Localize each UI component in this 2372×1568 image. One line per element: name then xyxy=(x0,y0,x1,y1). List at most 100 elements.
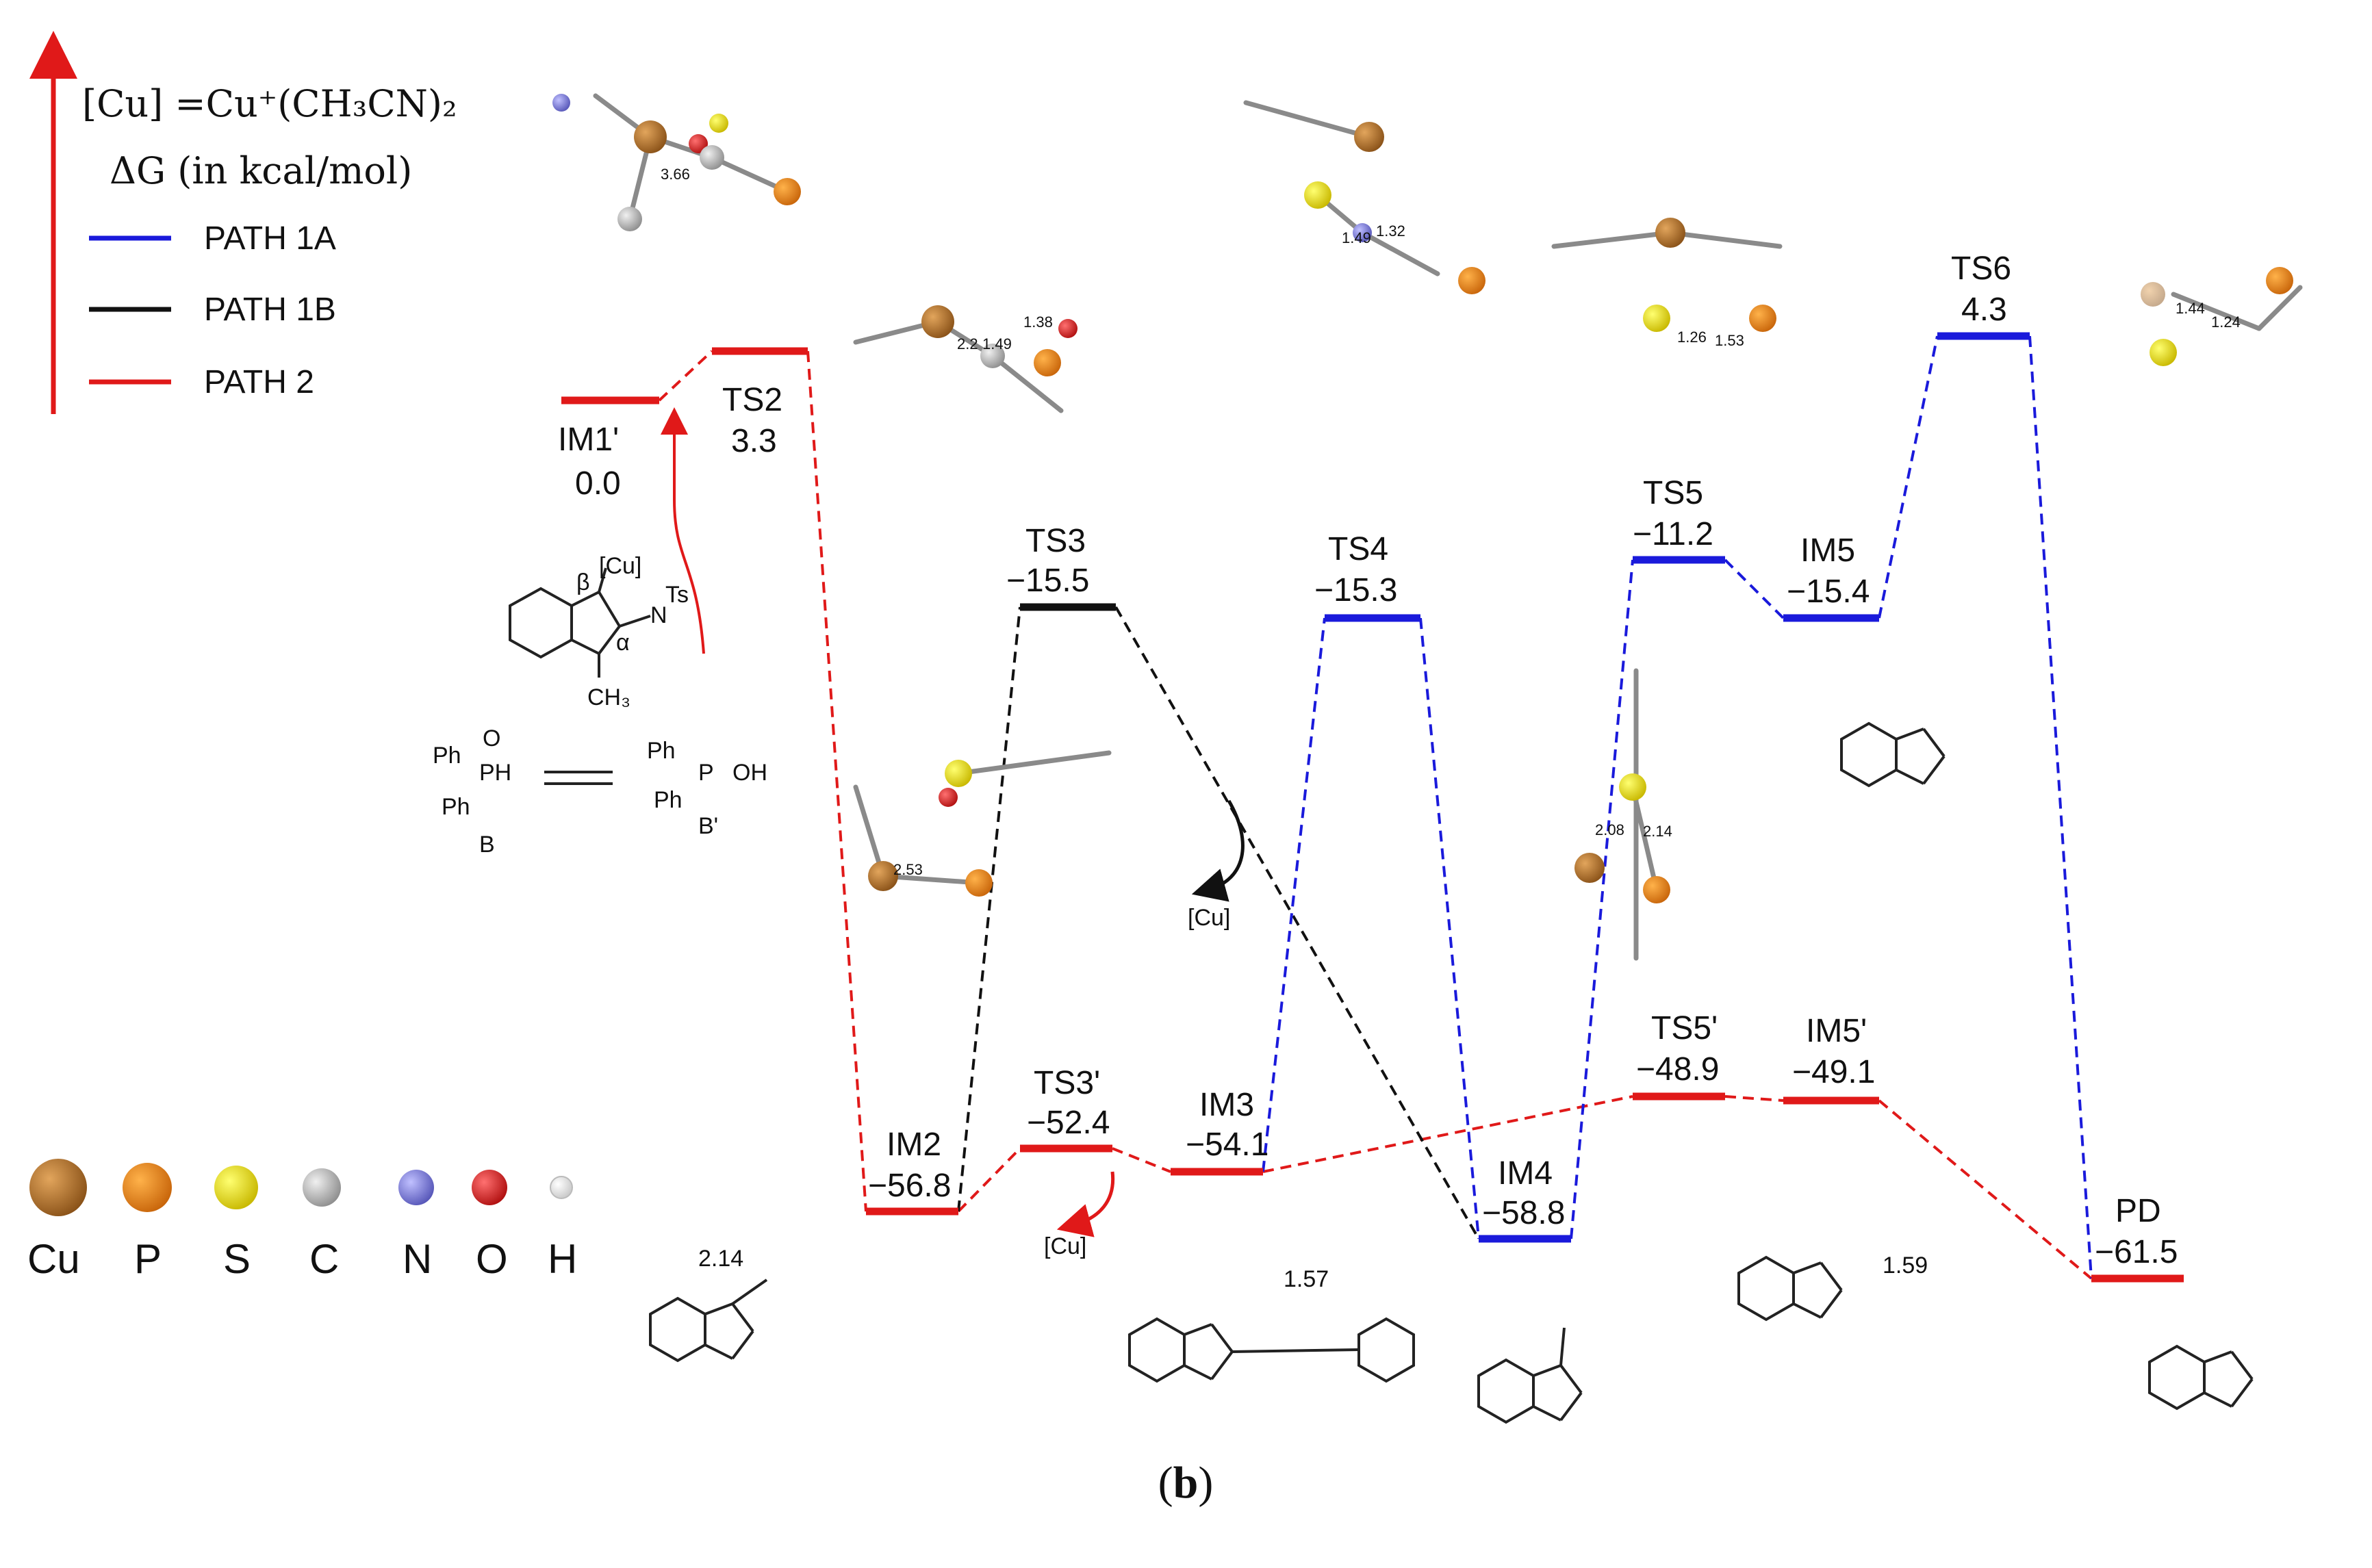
atom-label-n: N xyxy=(403,1236,432,1282)
state-name-pd: PD xyxy=(2115,1193,2161,1229)
im4-3d-dist-label-a: 2.08 xyxy=(1595,821,1624,838)
ts2-dist-label: 3.66 xyxy=(661,166,690,183)
connector-im3-ts5p xyxy=(1262,1095,1633,1173)
connector-ts5p-im5p xyxy=(1724,1095,1784,1102)
state-energy-im1p: 0.0 xyxy=(575,465,621,502)
legend: [Cu] =Cu⁺(CH₃CN)₂ ΔG (in kcal/mol) PATH … xyxy=(29,31,457,414)
energy-levels xyxy=(561,332,2184,1283)
state-energy-ts2: 3.3 xyxy=(731,423,777,459)
ts6-dist-label-a: 1.44 xyxy=(2176,300,2205,317)
state-name-ts3: TS3 xyxy=(1025,523,1086,559)
atom-swatch-cu xyxy=(29,1159,87,1216)
connector-ts3p-im3 xyxy=(1112,1147,1171,1173)
connector-im5-ts6 xyxy=(1878,335,1939,619)
im5p-structure: 1.59 xyxy=(1737,1252,1928,1322)
connector-im2-ts3p xyxy=(957,1147,1021,1213)
atom-swatch-s xyxy=(214,1166,258,1209)
ts4-dist-label-b: 1.32 xyxy=(1376,222,1405,240)
atom-label-c: C xyxy=(309,1236,339,1282)
state-name-ts5: TS5 xyxy=(1643,475,1703,511)
connectors xyxy=(658,335,2093,1280)
state-energy-ts3: −15.5 xyxy=(1006,563,1089,599)
im3-dist-label: 1.57 xyxy=(1284,1266,1329,1292)
ts5-3d-model: 1.26 1.53 xyxy=(1551,218,1783,349)
ts3-3d-model: 1.38 1.49 2.2 xyxy=(853,305,1077,413)
reagent-bp-ph-top: Ph xyxy=(647,738,676,764)
state-name-ts5p: TS5' xyxy=(1651,1010,1718,1046)
state-energy-im4: −58.8 xyxy=(1482,1195,1565,1231)
im5-structure xyxy=(1840,721,1946,788)
state-energy-ts3p: −52.4 xyxy=(1027,1105,1110,1141)
ts4-3d-model: 1.49 1.32 xyxy=(1243,100,1485,294)
substrate-to-im1-arrow xyxy=(661,407,705,654)
state-name-im2: IM2 xyxy=(887,1127,941,1163)
im2-dist-label: 2.14 xyxy=(698,1246,743,1272)
reagent-bp-p: P xyxy=(698,760,714,786)
im4-3d-model: 2.08 2.14 xyxy=(1574,668,1672,961)
cu-release-label-black: [Cu] xyxy=(1188,905,1230,931)
state-energy-im5p: −49.1 xyxy=(1792,1054,1875,1090)
atom-swatch-c xyxy=(303,1168,341,1207)
ts5-dist-label-a: 1.26 xyxy=(1677,329,1707,346)
state-energy-pd: −61.5 xyxy=(2095,1234,2178,1270)
legend-label-path-1a: PATH 1A xyxy=(204,220,336,257)
im2-structure: 2.14 xyxy=(649,1246,768,1363)
energy-unit-label: ΔG (in kcal/mol) xyxy=(110,149,412,192)
cu-definition-label: [Cu] =Cu⁺(CH₃CN)₂ xyxy=(82,82,457,125)
reagent-b-o: O xyxy=(483,725,500,751)
atom-swatch-h xyxy=(550,1176,573,1199)
atom-label-o: O xyxy=(476,1236,508,1282)
substrate-beta-label: β xyxy=(576,569,590,595)
substrate-cu-label: [Cu] xyxy=(599,553,641,579)
ts6-3d-model: 1.44 1.24 xyxy=(2141,267,2303,366)
cu-release-arrow-black xyxy=(1191,799,1245,902)
connector-ts3-im4 xyxy=(1114,606,1480,1239)
connector-ts4-im4 xyxy=(1419,617,1480,1239)
state-name-im5p: IM5' xyxy=(1806,1013,1867,1049)
state-name-ts6: TS6 xyxy=(1951,250,2011,287)
state-name-ts2: TS2 xyxy=(722,382,782,418)
connector-im4-ts5 xyxy=(1570,559,1634,1239)
im4-structure xyxy=(1477,1327,1583,1424)
state-energy-ts6: 4.3 xyxy=(1961,292,2007,328)
legend-label-path-2: PATH 2 xyxy=(204,364,314,400)
ts5-dist-label-b: 1.53 xyxy=(1715,332,1744,349)
connector-im2-ts3 xyxy=(957,606,1021,1212)
state-name-im4: IM4 xyxy=(1498,1155,1553,1192)
ts3-dist-label-b: 1.49 xyxy=(982,335,1012,352)
state-name-im1p: IM1' xyxy=(558,422,619,458)
state-energy-ts5p: −48.9 xyxy=(1636,1051,1719,1088)
connector-im1-ts2 xyxy=(658,350,713,402)
state-energy-im3: −54.1 xyxy=(1186,1127,1268,1163)
connector-ts6-pd xyxy=(2028,335,2093,1279)
ts2-3d-model: 3.66 xyxy=(552,93,801,231)
reagent-bp-label: B' xyxy=(698,813,718,839)
atom-swatch-n xyxy=(398,1170,434,1205)
legend-label-path-1b: PATH 1B xyxy=(204,292,336,328)
ts3-dist-label-a: 1.38 xyxy=(1023,313,1053,331)
state-energy-ts5: −11.2 xyxy=(1633,516,1713,552)
connector-im5p-pd xyxy=(1878,1099,2093,1280)
state-name-ts4: TS4 xyxy=(1328,531,1388,567)
cu-release-label-red: [Cu] xyxy=(1044,1233,1086,1259)
state-energy-im5: −15.4 xyxy=(1787,574,1870,610)
connector-im3-ts4 xyxy=(1262,617,1326,1172)
im2-3d-model: 2.53 xyxy=(853,750,1112,897)
state-name-im3: IM3 xyxy=(1199,1087,1254,1123)
state-name-ts3p: TS3' xyxy=(1034,1065,1100,1101)
state-name-im5: IM5 xyxy=(1800,532,1855,569)
atom-swatch-o xyxy=(472,1170,507,1205)
reagent-bp-ph-bottom: Ph xyxy=(654,787,683,813)
reagent-b-ph-bottom: Ph xyxy=(442,794,470,820)
state-labels: IM1' 0.0 TS2 3.3 IM2 −56.8 TS3 −15.5 TS3… xyxy=(558,250,2178,1270)
ts6-dist-label-b: 1.24 xyxy=(2211,313,2241,331)
im2-3d-dist-label: 2.53 xyxy=(893,861,923,878)
connector-ts2-im2 xyxy=(806,350,867,1212)
connector-ts5-im5 xyxy=(1724,558,1785,619)
atom-label-s: S xyxy=(223,1236,251,1282)
substrate-ts-label: Ts xyxy=(665,582,689,608)
figure-caption: (b) xyxy=(1158,1458,1214,1508)
reagent-bp-oh: OH xyxy=(732,760,767,786)
im4-3d-dist-label-b: 2.14 xyxy=(1643,823,1672,840)
